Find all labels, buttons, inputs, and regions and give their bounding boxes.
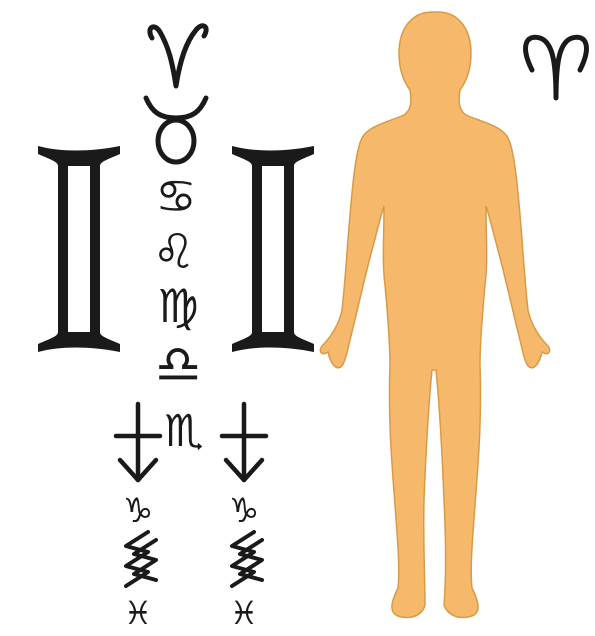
aries-top-right-icon xyxy=(526,37,587,98)
svg-text:♑: ♑ xyxy=(229,491,259,531)
svg-text:♑: ♑ xyxy=(123,491,153,531)
gemini-left-arm-icon xyxy=(38,146,120,352)
svg-text:♓: ♓ xyxy=(230,594,259,632)
aquarius-icon xyxy=(126,532,262,586)
capricorn-icon: ♑ ♑ xyxy=(123,491,259,531)
scorpio-icon: ♏ xyxy=(164,406,203,457)
virgo-icon: ♍ xyxy=(157,279,198,333)
gemini-right-arm-icon xyxy=(232,146,314,352)
sagittarius-right-leg-icon xyxy=(222,404,266,480)
leo-icon: ♌ xyxy=(152,224,195,280)
pisces-icon: ♓ ♓ xyxy=(124,594,259,632)
taurus-icon xyxy=(146,98,206,162)
human-body-silhouette xyxy=(320,12,549,618)
sagittarius-left-leg-icon xyxy=(116,404,160,480)
cancer-icon: ♋ xyxy=(155,169,196,223)
svg-text:♓: ♓ xyxy=(124,594,153,632)
libra-icon: ♎ xyxy=(155,335,202,395)
aries-head-glyph-icon xyxy=(150,26,206,86)
